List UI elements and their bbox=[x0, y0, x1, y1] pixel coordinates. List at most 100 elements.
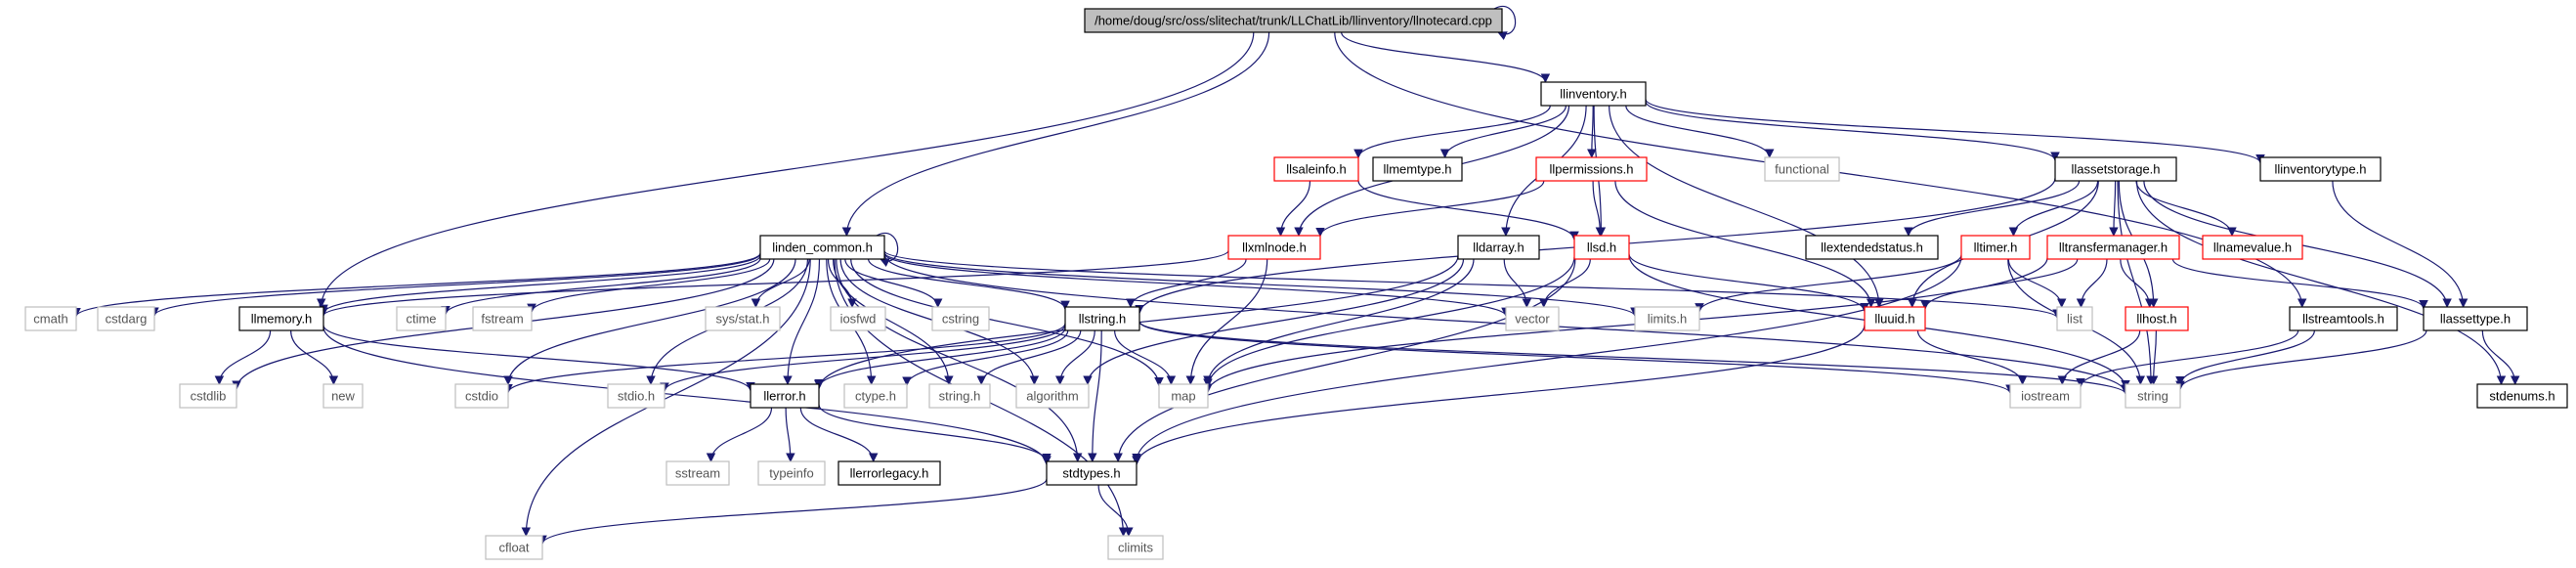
edge-lltransfermanager-h-to-llassettype-h bbox=[2171, 258, 2428, 310]
edge-llassetstorage-h-to-stdenums-h bbox=[2135, 180, 2507, 385]
edge-llsaleinfo-h-to-llsd-h bbox=[1357, 180, 1579, 241]
node-llxmlnode-h[interactable]: llxmlnode.h bbox=[1227, 235, 1321, 260]
node-sstream: sstream bbox=[665, 460, 730, 486]
edge-lltimer-h-to-list bbox=[2007, 258, 2067, 308]
node-llsaleinfo-h[interactable]: llsaleinfo.h bbox=[1273, 156, 1359, 182]
node-llerrorlegacy-h[interactable]: llerrorlegacy.h bbox=[837, 460, 941, 486]
node-label: llassetstorage.h bbox=[2071, 162, 2160, 177]
edge-linden-common-h-to-llmemory-h bbox=[319, 255, 761, 315]
node-box bbox=[2054, 156, 2177, 182]
node-label: cstdlib bbox=[191, 389, 227, 404]
node-box bbox=[485, 535, 543, 560]
node-label: cstring bbox=[942, 312, 979, 327]
node-string-h: string.h bbox=[928, 383, 991, 409]
edge-llerror-h-to-typeinfo bbox=[785, 407, 795, 462]
edge-lldarray-h-to-map bbox=[1203, 258, 1475, 386]
edge-linden-common-h-to-cstdarg bbox=[150, 253, 761, 317]
edge-llinventory-h-to-lluuid-h bbox=[1609, 105, 1884, 308]
node-llassetstorage-h[interactable]: llassetstorage.h bbox=[2054, 156, 2177, 182]
node-llpermissions-h[interactable]: llpermissions.h bbox=[1535, 156, 1648, 182]
edge-llinventory-h-to-llmemtype-h bbox=[1439, 105, 1567, 158]
edge-llinventory-h-to-functional bbox=[1625, 105, 1775, 158]
node-string: string bbox=[2125, 383, 2181, 409]
node-box bbox=[1764, 156, 1840, 182]
edge-stdtypes-h-to-climits bbox=[1097, 484, 1134, 537]
node-box bbox=[928, 383, 991, 409]
node-box bbox=[1960, 235, 2031, 260]
node-box bbox=[472, 306, 533, 331]
node-box bbox=[2259, 156, 2382, 182]
node-label: llxmlnode.h bbox=[1242, 240, 1307, 255]
edge-llstring-h-to-string-h bbox=[976, 329, 1082, 385]
node-llsd-h[interactable]: llsd.h bbox=[1573, 235, 1630, 260]
node-list: list bbox=[2056, 306, 2093, 331]
node-label: ctime bbox=[406, 312, 436, 327]
node-llhost-h[interactable]: llhost.h bbox=[2125, 306, 2189, 331]
node-llextendedstatus-h[interactable]: llextendedstatus.h bbox=[1805, 235, 1939, 260]
nodes-layer: /home/doug/src/oss/slitechat/trunk/LLCha… bbox=[24, 8, 2568, 560]
edge-root-to-llmemory-h bbox=[316, 31, 1255, 308]
node-llstreamtools-h[interactable]: llstreamtools.h bbox=[2289, 306, 2398, 331]
node-cstdlib: cstdlib bbox=[179, 383, 237, 409]
node-box bbox=[2202, 235, 2303, 260]
node-stdtypes-h[interactable]: stdtypes.h bbox=[1046, 460, 1138, 486]
node-label: cstdarg bbox=[106, 312, 148, 327]
node-root[interactable]: /home/doug/src/oss/slitechat/trunk/LLCha… bbox=[1084, 8, 1503, 33]
edges-layer bbox=[71, 6, 2520, 546]
node-llinventorytype-h[interactable]: llinventorytype.h bbox=[2259, 156, 2382, 182]
node-vector: vector bbox=[1505, 306, 1560, 331]
node-box bbox=[830, 306, 886, 331]
edge-llstreamtools-h-to-string bbox=[2175, 329, 2315, 386]
node-llmemory-h[interactable]: llmemory.h bbox=[238, 306, 324, 331]
edge-llxmlnode-h-to-map bbox=[1185, 258, 1268, 385]
node-label: llpermissions.h bbox=[1550, 162, 1634, 177]
node-label: list bbox=[2067, 312, 2082, 327]
edge-llinventorytype-h-to-llassettype-h bbox=[2332, 180, 2469, 308]
node-lltimer-h[interactable]: lltimer.h bbox=[1960, 235, 2031, 260]
node-label: string bbox=[2137, 389, 2168, 404]
node-label: lluuid.h bbox=[1874, 312, 1914, 327]
node-box bbox=[1227, 235, 1321, 260]
node-label: /home/doug/src/oss/slitechat/trunk/LLCha… bbox=[1095, 14, 1492, 28]
node-llmemtype-h[interactable]: llmemtype.h bbox=[1372, 156, 1463, 182]
edge-lluuid-h-to-stdtypes-h bbox=[1132, 324, 1866, 466]
node-box bbox=[1457, 235, 1540, 260]
node-functional: functional bbox=[1764, 156, 1840, 182]
node-llstring-h[interactable]: llstring.h bbox=[1064, 306, 1140, 331]
node-label: llhost.h bbox=[2136, 312, 2176, 327]
node-lldarray-h[interactable]: lldarray.h bbox=[1457, 235, 1540, 260]
node-label: limits.h bbox=[1648, 312, 1687, 327]
node-label: llerrorlegacy.h bbox=[850, 466, 929, 481]
node-llnamevalue-h[interactable]: llnamevalue.h bbox=[2202, 235, 2303, 260]
node-lltransfermanager-h[interactable]: lltransfermanager.h bbox=[2046, 235, 2180, 260]
edge-llstring-h-to-cstdio bbox=[503, 323, 1066, 394]
node-label: cmath bbox=[33, 312, 67, 327]
edge-llhost-h-to-iostream bbox=[2057, 329, 2141, 385]
edge-llmemory-h-to-stdtypes-h bbox=[322, 327, 1052, 466]
node-llassettype-h[interactable]: llassettype.h bbox=[2423, 306, 2528, 331]
node-box bbox=[24, 306, 77, 331]
edge-llsd-h-to-map bbox=[1203, 256, 1575, 389]
node-new: new bbox=[322, 383, 364, 409]
edge-linden-common-h-to-stdtypes-h bbox=[836, 258, 1083, 462]
edge-llstring-h-to-iostream bbox=[1138, 321, 2015, 395]
node-box bbox=[607, 383, 665, 409]
node-linden-common-h[interactable]: linden_common.h bbox=[759, 235, 885, 260]
edge-root-to-root bbox=[1493, 6, 1517, 40]
node-label: cfloat bbox=[498, 541, 529, 555]
node-llinventory-h[interactable]: llinventory.h bbox=[1540, 81, 1647, 107]
node-stdenums-h[interactable]: stdenums.h bbox=[2476, 383, 2568, 409]
node-lluuid-h[interactable]: lluuid.h bbox=[1864, 306, 1926, 331]
node-label: llassettype.h bbox=[2440, 312, 2511, 327]
edge-llmemory-h-to-llerror-h bbox=[322, 325, 755, 392]
node-box bbox=[1573, 235, 1630, 260]
node-label: typeinfo bbox=[769, 466, 814, 481]
node-box bbox=[1064, 306, 1140, 331]
edge-llinventory-h-to-llinventorytype-h bbox=[1645, 99, 2265, 164]
edge-llstreamtools-h-to-iostream bbox=[2076, 329, 2299, 388]
node-box bbox=[757, 460, 826, 486]
node-llerror-h[interactable]: llerror.h bbox=[750, 383, 820, 409]
node-box bbox=[1864, 306, 1926, 331]
edge-llassetstorage-h-to-lltimer-h bbox=[2008, 180, 2099, 237]
